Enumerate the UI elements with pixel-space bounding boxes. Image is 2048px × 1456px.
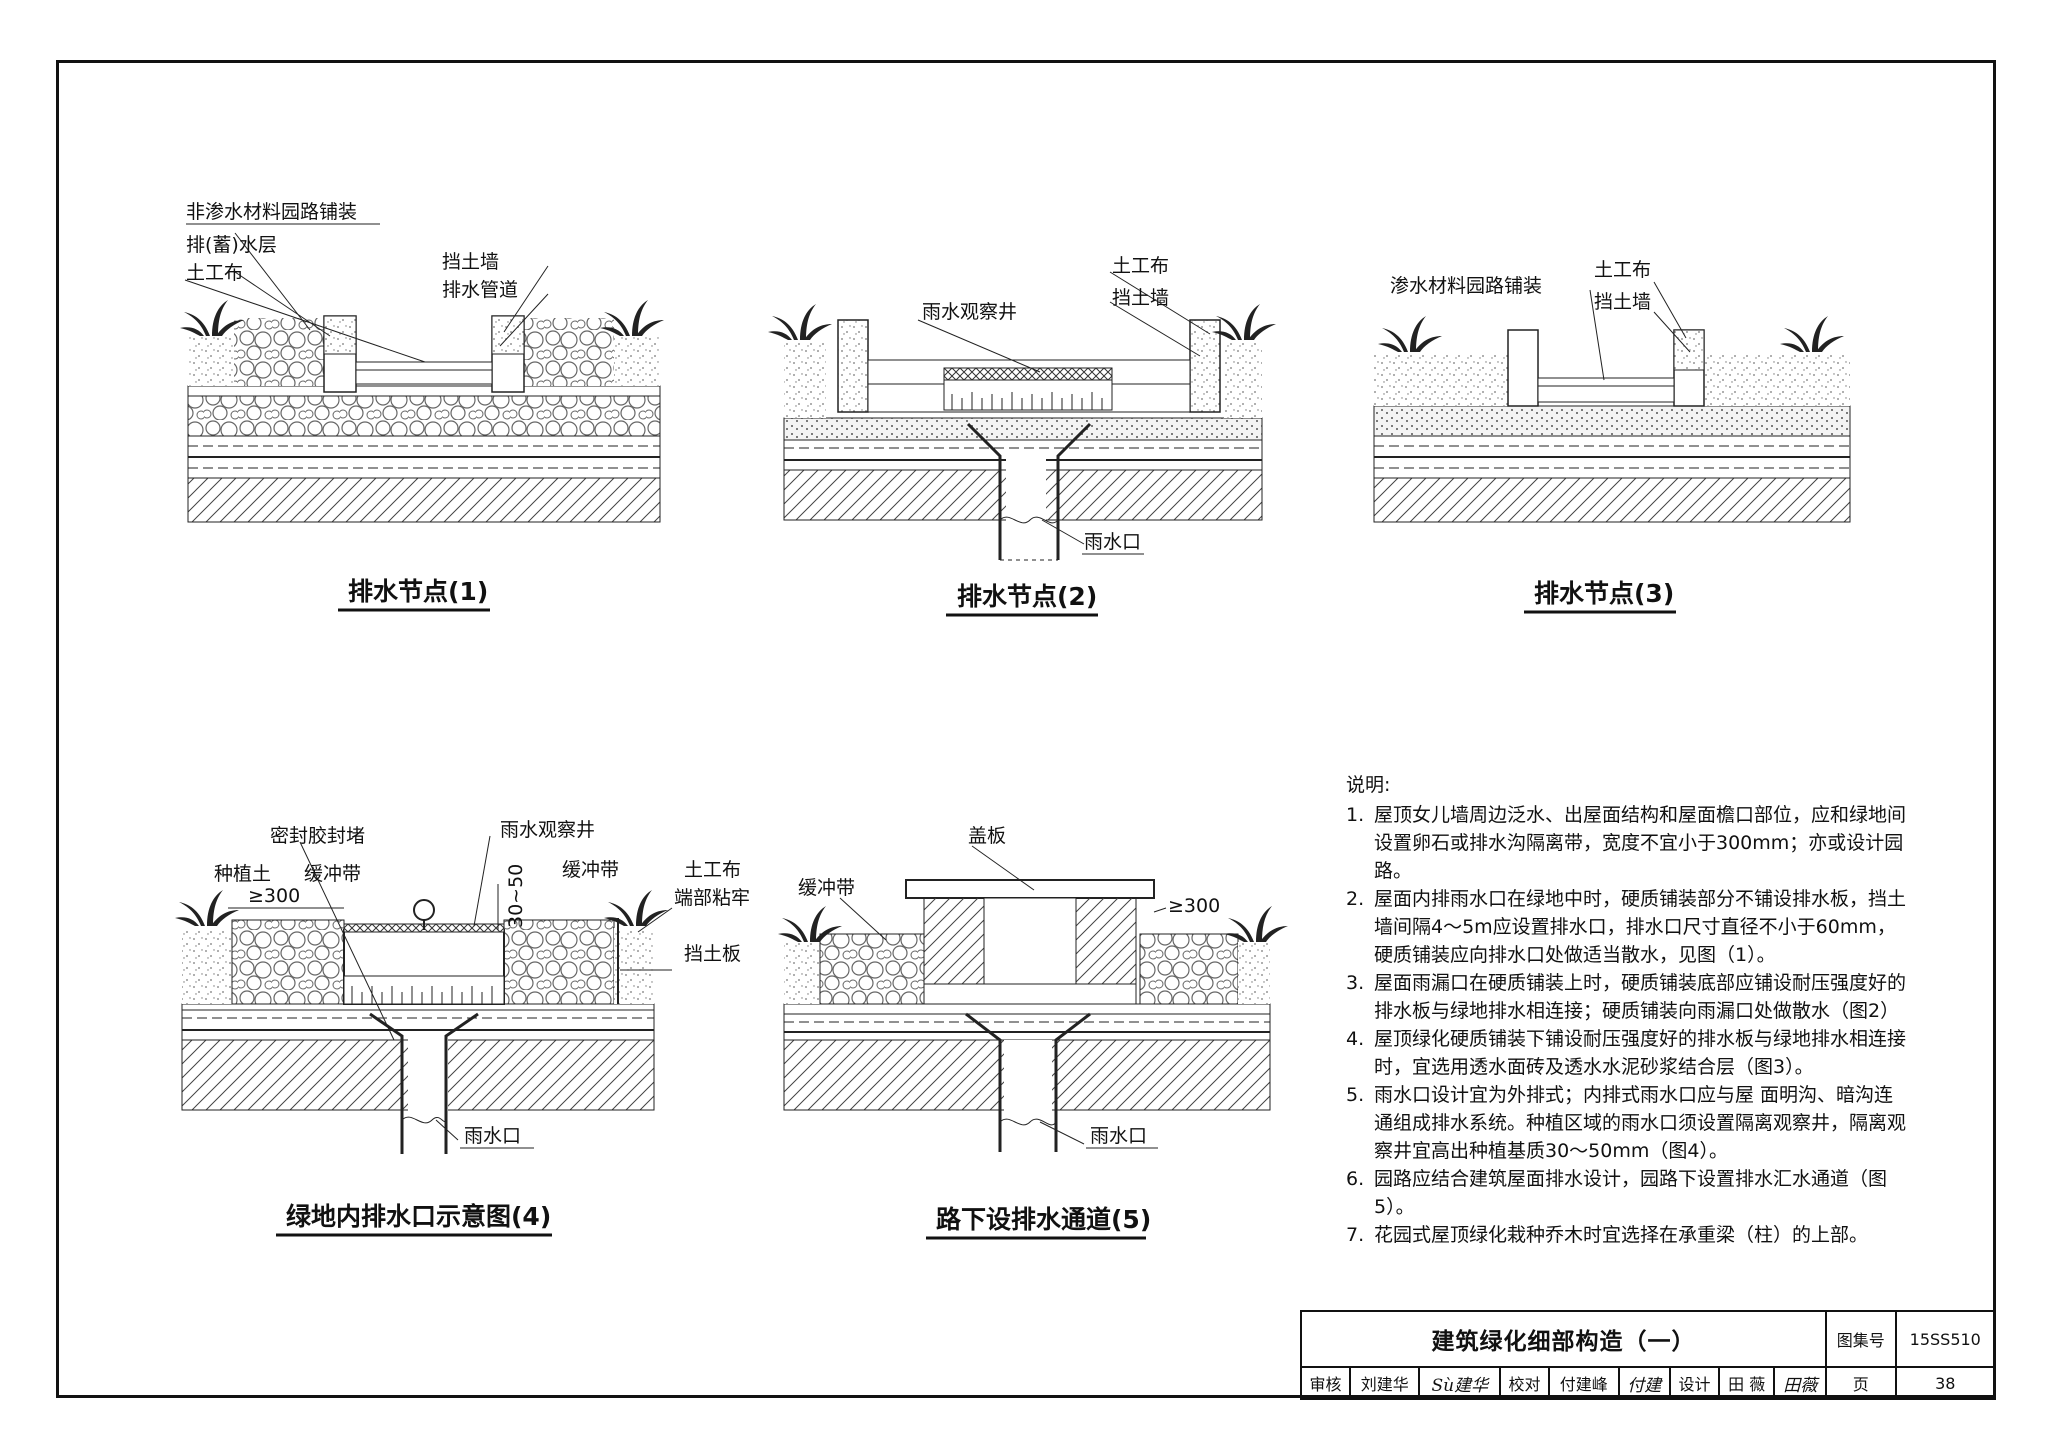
note-text: 屋顶绿化硬质铺装下铺设耐压强度好的排水板与绿地排水相连接时，宜选用透水面砖及透水… xyxy=(1374,1028,1907,1078)
d5-label-min-width: ≥300 xyxy=(1168,895,1220,917)
caption-2: 排水节点(2) xyxy=(957,582,1097,611)
d4-label-soil: 种植土 xyxy=(214,863,271,885)
caption-3: 排水节点(3) xyxy=(1534,579,1674,608)
note-number: 2. xyxy=(1346,888,1365,910)
d1-label-wall: 挡土墙 xyxy=(442,251,499,273)
d1-label-drain-layer: 排(蓄)水层 xyxy=(186,234,277,256)
note-number: 6. xyxy=(1346,1168,1365,1190)
d4-label-buffer-right: 缓冲带 xyxy=(562,859,619,881)
d1-label-geotextile: 土工布 xyxy=(186,262,243,284)
caption-1: 排水节点(1) xyxy=(348,577,488,606)
d5-label-buffer: 缓冲带 xyxy=(798,877,855,899)
title-block: 建筑绿化细部构造（一） 图集号 15SS510 审核 刘建华 Sù建华 校对 付… xyxy=(1300,1310,1996,1400)
note-number: 1. xyxy=(1346,804,1365,826)
note-item-6: 6. 园路应结合建筑屋面排水设计，园路下设置排水汇水通道（图5）。 xyxy=(1346,1165,1906,1221)
d4-label-sealant: 密封胶封堵 xyxy=(270,825,365,847)
diagram-4 xyxy=(175,835,673,1154)
d3-label-wall: 挡土墙 xyxy=(1594,291,1651,313)
note-text: 屋面内排雨水口在绿地中时，硬质铺装部分不铺设排水板，挡土墙间隔4～5m应设置排水… xyxy=(1374,888,1907,966)
note-item-5: 5. 雨水口设计宜为外排式；内排式雨水口应与屋 面明沟、暗沟连通组成排水系统。种植… xyxy=(1346,1081,1906,1165)
d4-label-height: 30~50 xyxy=(505,864,527,928)
drawing-title: 建筑绿化细部构造（一） xyxy=(1300,1310,1827,1368)
d4-label-outlet: 雨水口 xyxy=(464,1125,521,1147)
d5-label-outlet: 雨水口 xyxy=(1090,1125,1147,1147)
d2-label-geotextile: 土工布 xyxy=(1112,255,1169,277)
notes-title: 说明: xyxy=(1346,774,1391,796)
d3-label-paving: 渗水材料园路铺装 xyxy=(1390,275,1542,297)
checker-signature: 付建 xyxy=(1617,1366,1672,1400)
d2-label-outlet: 雨水口 xyxy=(1084,531,1141,553)
designer-signature: 田薇 xyxy=(1773,1366,1827,1400)
caption-4: 绿地内排水口示意图(4) xyxy=(286,1202,551,1231)
note-text: 园路应结合建筑屋面排水设计，园路下设置排水汇水通道（图5）。 xyxy=(1374,1168,1888,1218)
notes-block: 说明: 1. 屋顶女儿墙周边泛水、出屋面结构和屋面檐口部位，应和绿地间设置卵石或排… xyxy=(1346,771,1906,1249)
d3-label-geotextile: 土工布 xyxy=(1594,259,1651,281)
atlas-label: 图集号 xyxy=(1824,1310,1897,1368)
review-label: 审核 xyxy=(1300,1366,1351,1400)
d4-label-board: 挡土板 xyxy=(684,943,741,965)
note-item-4: 4. 屋顶绿化硬质铺装下铺设耐压强度好的排水板与绿地排水相连接时，宜选用透水面砖及… xyxy=(1346,1025,1906,1081)
note-number: 3. xyxy=(1346,972,1365,994)
reviewer-signature: Sù建华 xyxy=(1418,1366,1502,1400)
note-item-2: 2. 屋面内排雨水口在绿地中时，硬质铺装部分不铺设排水板，挡土墙间隔4～5m应设置… xyxy=(1346,885,1906,969)
d2-label-wall: 挡土墙 xyxy=(1112,287,1169,309)
note-item-7: 7. 花园式屋顶绿化栽种乔木时宜选择在承重梁（柱）的上部。 xyxy=(1346,1221,1906,1249)
diagram-3 xyxy=(1373,281,1851,523)
d1-label-pipe: 排水管道 xyxy=(442,279,518,301)
note-number: 5. xyxy=(1346,1084,1365,1106)
d4-label-buffer-left: 缓冲带 xyxy=(304,863,361,885)
design-label: 设计 xyxy=(1669,1366,1720,1400)
d2-label-well: 雨水观察井 xyxy=(922,301,1017,323)
drawing-frame xyxy=(56,60,1996,1398)
atlas-number: 15SS510 xyxy=(1894,1310,1996,1368)
note-text: 屋面雨漏口在硬质铺装上时，硬质铺装底部应铺设耐压强度好的排水板与绿地排水相连接；… xyxy=(1374,972,1907,1022)
diagram-2 xyxy=(768,271,1276,561)
page-number: 38 xyxy=(1894,1366,1996,1400)
checker-name: 付建峰 xyxy=(1548,1366,1620,1400)
d4-label-geotextile: 土工布 xyxy=(684,859,741,881)
d4-label-min-width: ≥300 xyxy=(248,885,300,907)
d5-label-cover: 盖板 xyxy=(968,825,1006,847)
check-label: 校对 xyxy=(1499,1366,1551,1400)
note-number: 4. xyxy=(1346,1028,1365,1050)
page-label: 页 xyxy=(1824,1366,1897,1400)
note-text: 屋顶女儿墙周边泛水、出屋面结构和屋面檐口部位，应和绿地间设置卵石或排水沟隔离带，… xyxy=(1374,804,1907,882)
note-text: 花园式屋顶绿化栽种乔木时宜选择在承重梁（柱）的上部。 xyxy=(1374,1224,1869,1246)
note-number: 7. xyxy=(1346,1224,1365,1246)
d4-label-well: 雨水观察井 xyxy=(500,819,595,841)
note-text: 雨水口设计宜为外排式；内排式雨水口应与屋 面明沟、暗沟连通组成排水系统。种植区域… xyxy=(1374,1084,1907,1162)
d1-label-paving: 非渗水材料园路铺装 xyxy=(186,201,357,223)
d4-label-end-bond: 端部粘牢 xyxy=(674,887,750,909)
caption-5: 路下设排水通道(5) xyxy=(936,1205,1151,1234)
diagram-5 xyxy=(778,845,1288,1152)
diagram-1 xyxy=(180,232,664,523)
note-item-1: 1. 屋顶女儿墙周边泛水、出屋面结构和屋面檐口部位，应和绿地间设置卵石或排水沟隔离… xyxy=(1346,801,1906,885)
designer-name: 田 薇 xyxy=(1717,1366,1776,1400)
note-item-3: 3. 屋面雨漏口在硬质铺装上时，硬质铺装底部应铺设耐压强度好的排水板与绿地排水相连… xyxy=(1346,969,1906,1025)
reviewer-name: 刘建华 xyxy=(1348,1366,1421,1400)
